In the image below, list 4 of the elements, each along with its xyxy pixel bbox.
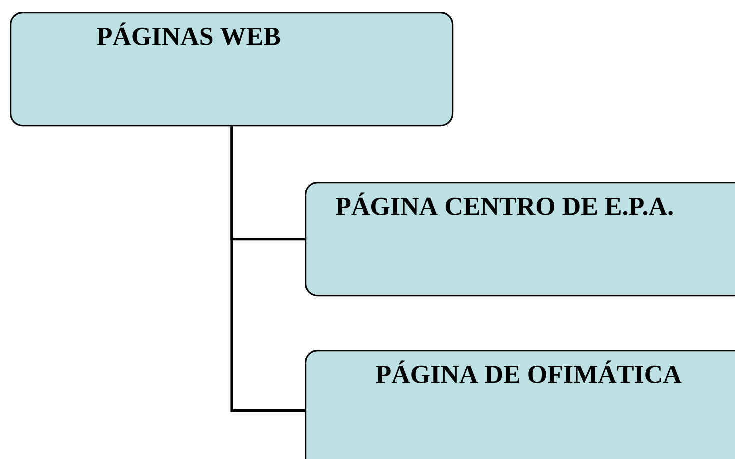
page-box: PÁGINA DE OFIMÁTICA	[305, 350, 735, 459]
title-box: PÁGINAS WEB	[10, 12, 454, 127]
page-box: PÁGINA CENTRO DE E.P.A.	[305, 182, 735, 297]
connector-line	[230, 126, 305, 412]
